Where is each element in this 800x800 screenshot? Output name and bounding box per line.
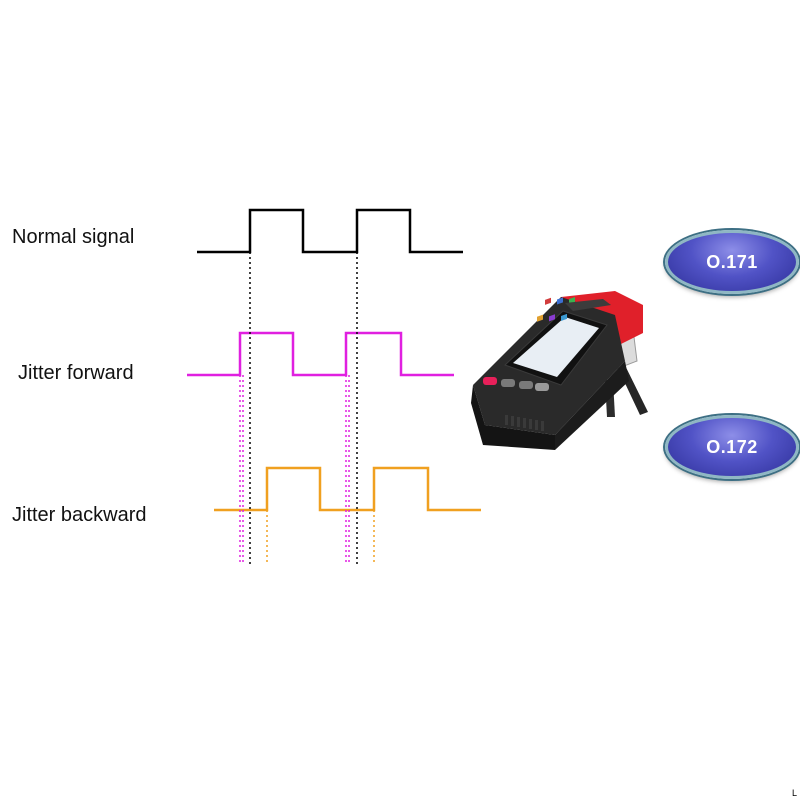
keypad-button [501, 379, 515, 387]
keypad-button [519, 381, 533, 389]
device-body-side [555, 361, 629, 450]
power-button [483, 377, 497, 385]
keypad-button [535, 383, 549, 391]
speaker-grille [505, 415, 544, 431]
o171-standard-label: O.171 [706, 251, 758, 272]
o171-standard-badge: O.171 [665, 230, 799, 294]
device-body-front [471, 385, 555, 450]
handheld-tester-device [471, 291, 648, 450]
jitter-backward-waveform [214, 466, 481, 512]
corner-mark: L [792, 788, 798, 798]
jitter-forward-waveform [187, 331, 454, 377]
normal-signal-label: Normal signal [12, 226, 135, 248]
o172-standard-badge: O.172 [665, 415, 799, 479]
screen-app-icon [545, 297, 551, 305]
screen-app-icon [557, 297, 563, 305]
screen-app-icon [549, 314, 555, 322]
device-screen [513, 317, 599, 377]
device-top-ports [565, 299, 611, 311]
jitter-forward-label: Jitter forward [18, 362, 134, 384]
screen-app-icon [561, 313, 567, 322]
jitter-backward-label: Jitter backward [12, 504, 147, 526]
screen-app-icon [537, 314, 543, 322]
normal-signal-waveform [197, 208, 463, 254]
o172-standard-label: O.172 [706, 436, 758, 457]
